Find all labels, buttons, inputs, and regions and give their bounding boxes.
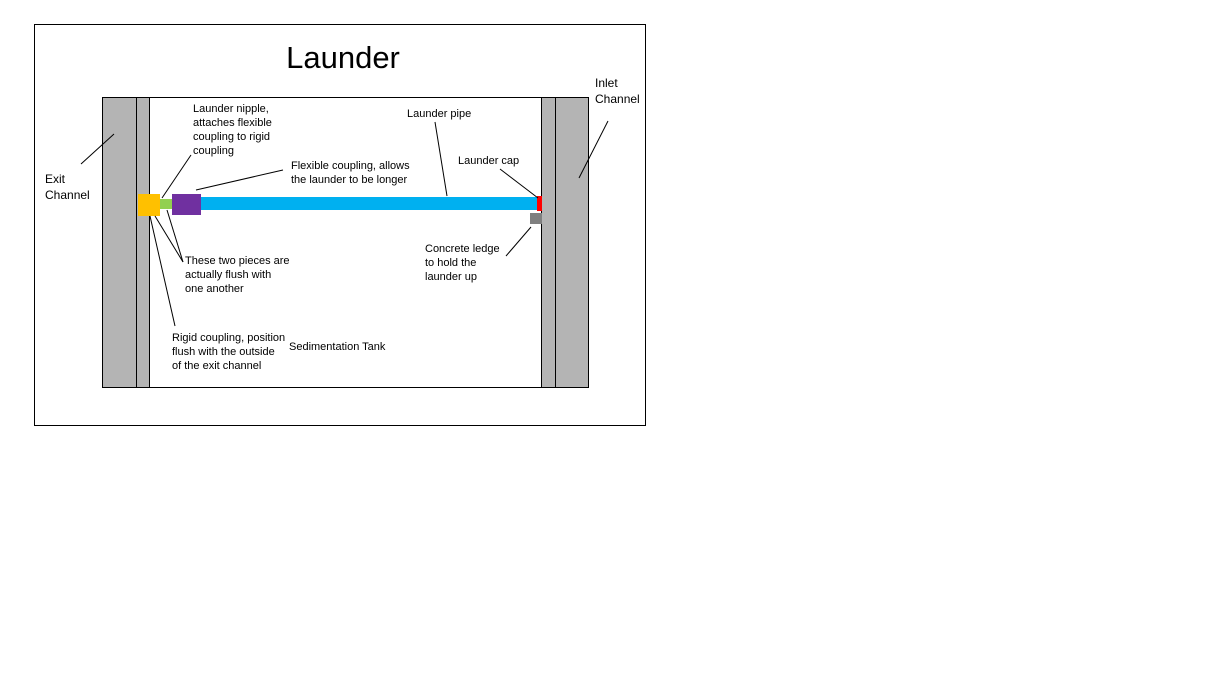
- launder-pipe-label: Launder pipe: [407, 108, 472, 120]
- sedimentation-tank-label: Sedimentation Tank: [289, 341, 386, 353]
- launder-pipe: [200, 197, 539, 210]
- sedimentation-tank: [102, 97, 589, 388]
- rigid-coupling-leader: [149, 215, 176, 327]
- concrete-ledge-leader: [505, 226, 532, 257]
- flexible-coupling: [172, 194, 201, 215]
- launder-nipple: [159, 199, 173, 209]
- launder-cap-leader: [499, 168, 539, 199]
- exit-channel-leader: [80, 133, 115, 165]
- flush-note-leader-a: [154, 215, 184, 263]
- concrete-ledge-label: Concrete ledge to hold the launder up: [425, 243, 500, 283]
- launder-cap-label: Launder cap: [458, 155, 520, 167]
- rigid-coupling-label: Rigid coupling, position flush with the …: [172, 332, 286, 372]
- inlet-channel-label: Inlet Channel: [595, 76, 640, 106]
- inlet-channel-wall-outer: [555, 97, 589, 388]
- flexible-coupling-leader: [195, 169, 284, 191]
- rigid-coupling: [138, 194, 160, 216]
- concrete-ledge: [530, 213, 542, 224]
- flush-note-label: These two pieces are actually flush with…: [185, 255, 290, 295]
- diagram-title: Launder: [286, 40, 400, 75]
- launder-pipe-leader: [434, 121, 448, 197]
- launder-cap: [537, 196, 542, 211]
- exit-channel-wall-inner: [136, 97, 150, 388]
- launder-nipple-leader: [161, 154, 192, 199]
- launder-nipple-label: Launder nipple, attaches flexible coupli…: [193, 103, 272, 157]
- inlet-channel-leader: [578, 120, 609, 179]
- exit-channel-wall-outer: [102, 97, 137, 388]
- flush-note-leader-b: [166, 209, 184, 263]
- exit-channel-label: Exit Channel: [45, 172, 90, 202]
- flexible-coupling-label: Flexible coupling, allows the launder to…: [291, 160, 410, 186]
